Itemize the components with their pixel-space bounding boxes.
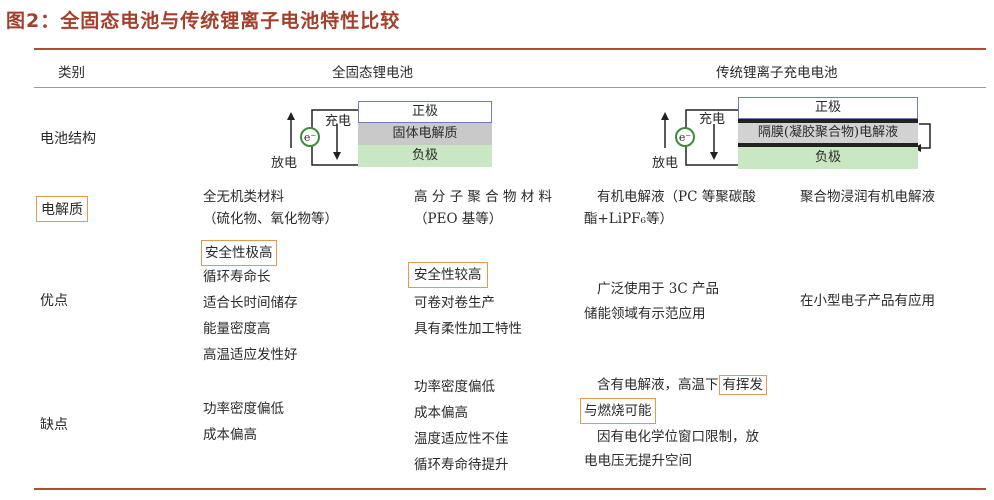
electrolyte-polymer-line2: （PEO 基等）	[414, 211, 503, 227]
electron-icon: e⁻	[300, 127, 320, 147]
electrolyte-inorganic-line1: 全无机类材料	[203, 189, 284, 205]
list-item: 广泛使用于 3C 产品	[597, 281, 720, 297]
header-traditional: 传统锂离子充电电池	[716, 65, 838, 81]
list-item: 高温适应发性好	[203, 347, 298, 363]
list-item: 储能领域有示范应用	[584, 306, 706, 322]
list-item: 可卷对卷生产	[414, 295, 495, 311]
bottom-rule	[34, 488, 986, 490]
electrolyte-polymer-gel: 聚合物浸润有机电解液	[800, 189, 935, 205]
positive-electrode: 正极	[358, 101, 492, 123]
list-item: 安全性极高	[201, 240, 277, 266]
header-rule	[34, 87, 986, 88]
list-item: 成本偏高	[203, 427, 257, 443]
page-title: 图2：全固态电池与传统锂离子电池特性比较	[6, 10, 401, 32]
charge-label: 充电	[325, 114, 352, 129]
separator-electrolyte-layer: 隔膜(凝胶聚合物)电解液	[738, 119, 918, 147]
list-item: 功率密度偏低	[414, 379, 495, 395]
solid-electrolyte-layer: 固体电解质	[358, 123, 492, 145]
header-category: 类别	[58, 65, 85, 81]
disadvantage-organic-highlight2: 与燃烧可能	[580, 398, 656, 424]
electrolyte-organic-line1: 有机电解液（PC 等聚碳酸	[597, 189, 756, 205]
negative-electrode: 负极	[358, 145, 492, 167]
row-label-electrolyte: 电解质	[36, 196, 88, 222]
electron-icon-2: e⁻	[675, 127, 695, 147]
discharge-label-2: 放电	[652, 156, 679, 171]
top-rule	[34, 48, 986, 50]
list-item: 循环寿命长	[203, 269, 271, 285]
list-item: 安全性较高	[408, 262, 488, 288]
disadvantage-organic-text4: 电电压无提升空间	[584, 453, 692, 469]
electrolyte-organic-line2: 酯+LiPF₆等）	[584, 211, 673, 227]
advantages-polymer-gel: 在小型电子产品有应用	[800, 293, 935, 309]
row-label-disadvantages: 缺点	[40, 417, 68, 433]
disadvantage-organic-text1: 含有电解液，高温下	[597, 377, 719, 393]
discharge-label: 放电	[271, 156, 298, 171]
list-item: 温度适应性不佳	[414, 431, 509, 447]
list-item: 具有柔性加工特性	[414, 321, 522, 337]
disadvantage-organic-highlight1: 有挥发	[718, 375, 767, 395]
electrolyte-polymer-line1: 高 分 子 聚 合 物 材 料	[414, 189, 553, 205]
row-label-advantages: 优点	[40, 293, 68, 309]
positive-electrode-2: 正极	[738, 97, 918, 119]
electrolyte-inorganic-line2: （硫化物、氧化物等）	[203, 211, 338, 227]
negative-electrode-2: 负极	[738, 147, 918, 169]
header-solid-state: 全固态锂电池	[332, 65, 413, 81]
list-item: 能量密度高	[203, 321, 271, 337]
disadvantage-organic-text3: 因有电化学位窗口限制，放	[597, 429, 759, 445]
list-item: 功率密度偏低	[203, 401, 284, 417]
charge-label-2: 充电	[699, 112, 726, 127]
list-item: 循环寿命待提升	[414, 457, 509, 473]
row-label-structure: 电池结构	[40, 131, 96, 147]
list-item: 成本偏高	[414, 405, 468, 421]
list-item: 适合长时间储存	[203, 295, 298, 311]
